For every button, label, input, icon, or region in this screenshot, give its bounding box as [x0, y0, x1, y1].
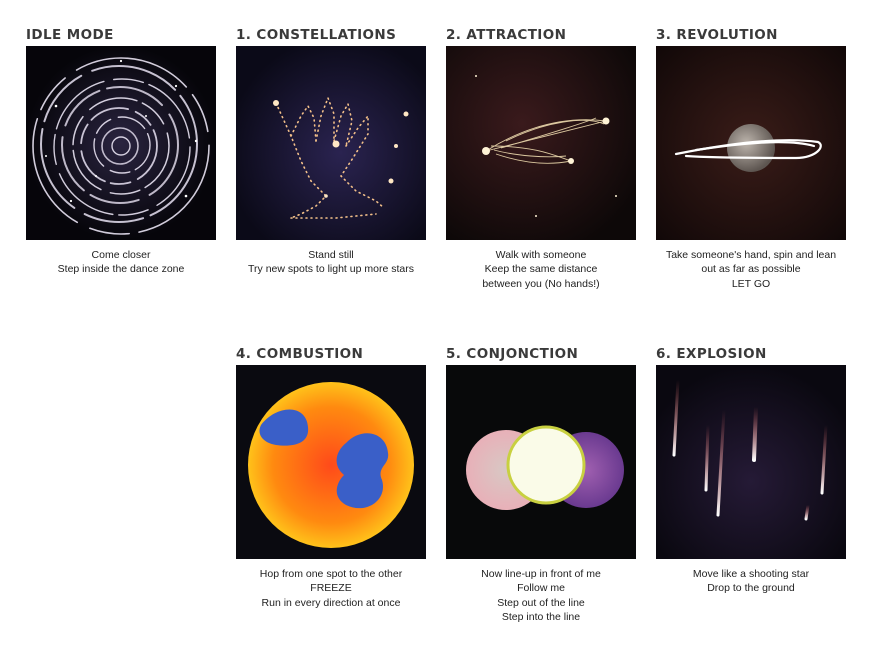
- panel-title: 5. CONJONCTION: [446, 346, 579, 362]
- planet-with-light-ring-image: [656, 46, 846, 240]
- panel-caption: Hop from one spot to the other FREEZE Ru…: [259, 568, 403, 609]
- panel-title: 6. EXPLOSION: [656, 346, 767, 362]
- panel-caption: Move like a shooting star Drop to the gr…: [692, 568, 810, 595]
- panel-caption: Stand still Try new spots to light up mo…: [248, 249, 414, 276]
- panel-caption: Come closer Step inside the dance zone: [57, 249, 185, 276]
- panel-title: 3. REVOLUTION: [656, 27, 778, 43]
- panel-title: 1. CONSTELLATIONS: [236, 27, 397, 43]
- stars-linked-by-light-threads-image: [446, 46, 636, 240]
- panel-caption: Walk with someone Keep the same distance…: [482, 249, 600, 290]
- panel-caption: Take someone's hand, spin and lean out a…: [665, 249, 837, 290]
- shooting-stars-image: [656, 365, 846, 559]
- panel-title: IDLE MODE: [26, 27, 114, 43]
- panel-title: 4. COMBUSTION: [236, 346, 364, 362]
- aligned-planets-image: [446, 365, 636, 559]
- swirling-star-rings-image: [26, 46, 216, 240]
- burning-orange-sun-image: [236, 365, 426, 559]
- star-dotted-hand-image: [236, 46, 426, 240]
- panel-title: 2. ATTRACTION: [446, 27, 567, 43]
- panel-caption: Now line-up in front of me Follow me Ste…: [481, 568, 601, 624]
